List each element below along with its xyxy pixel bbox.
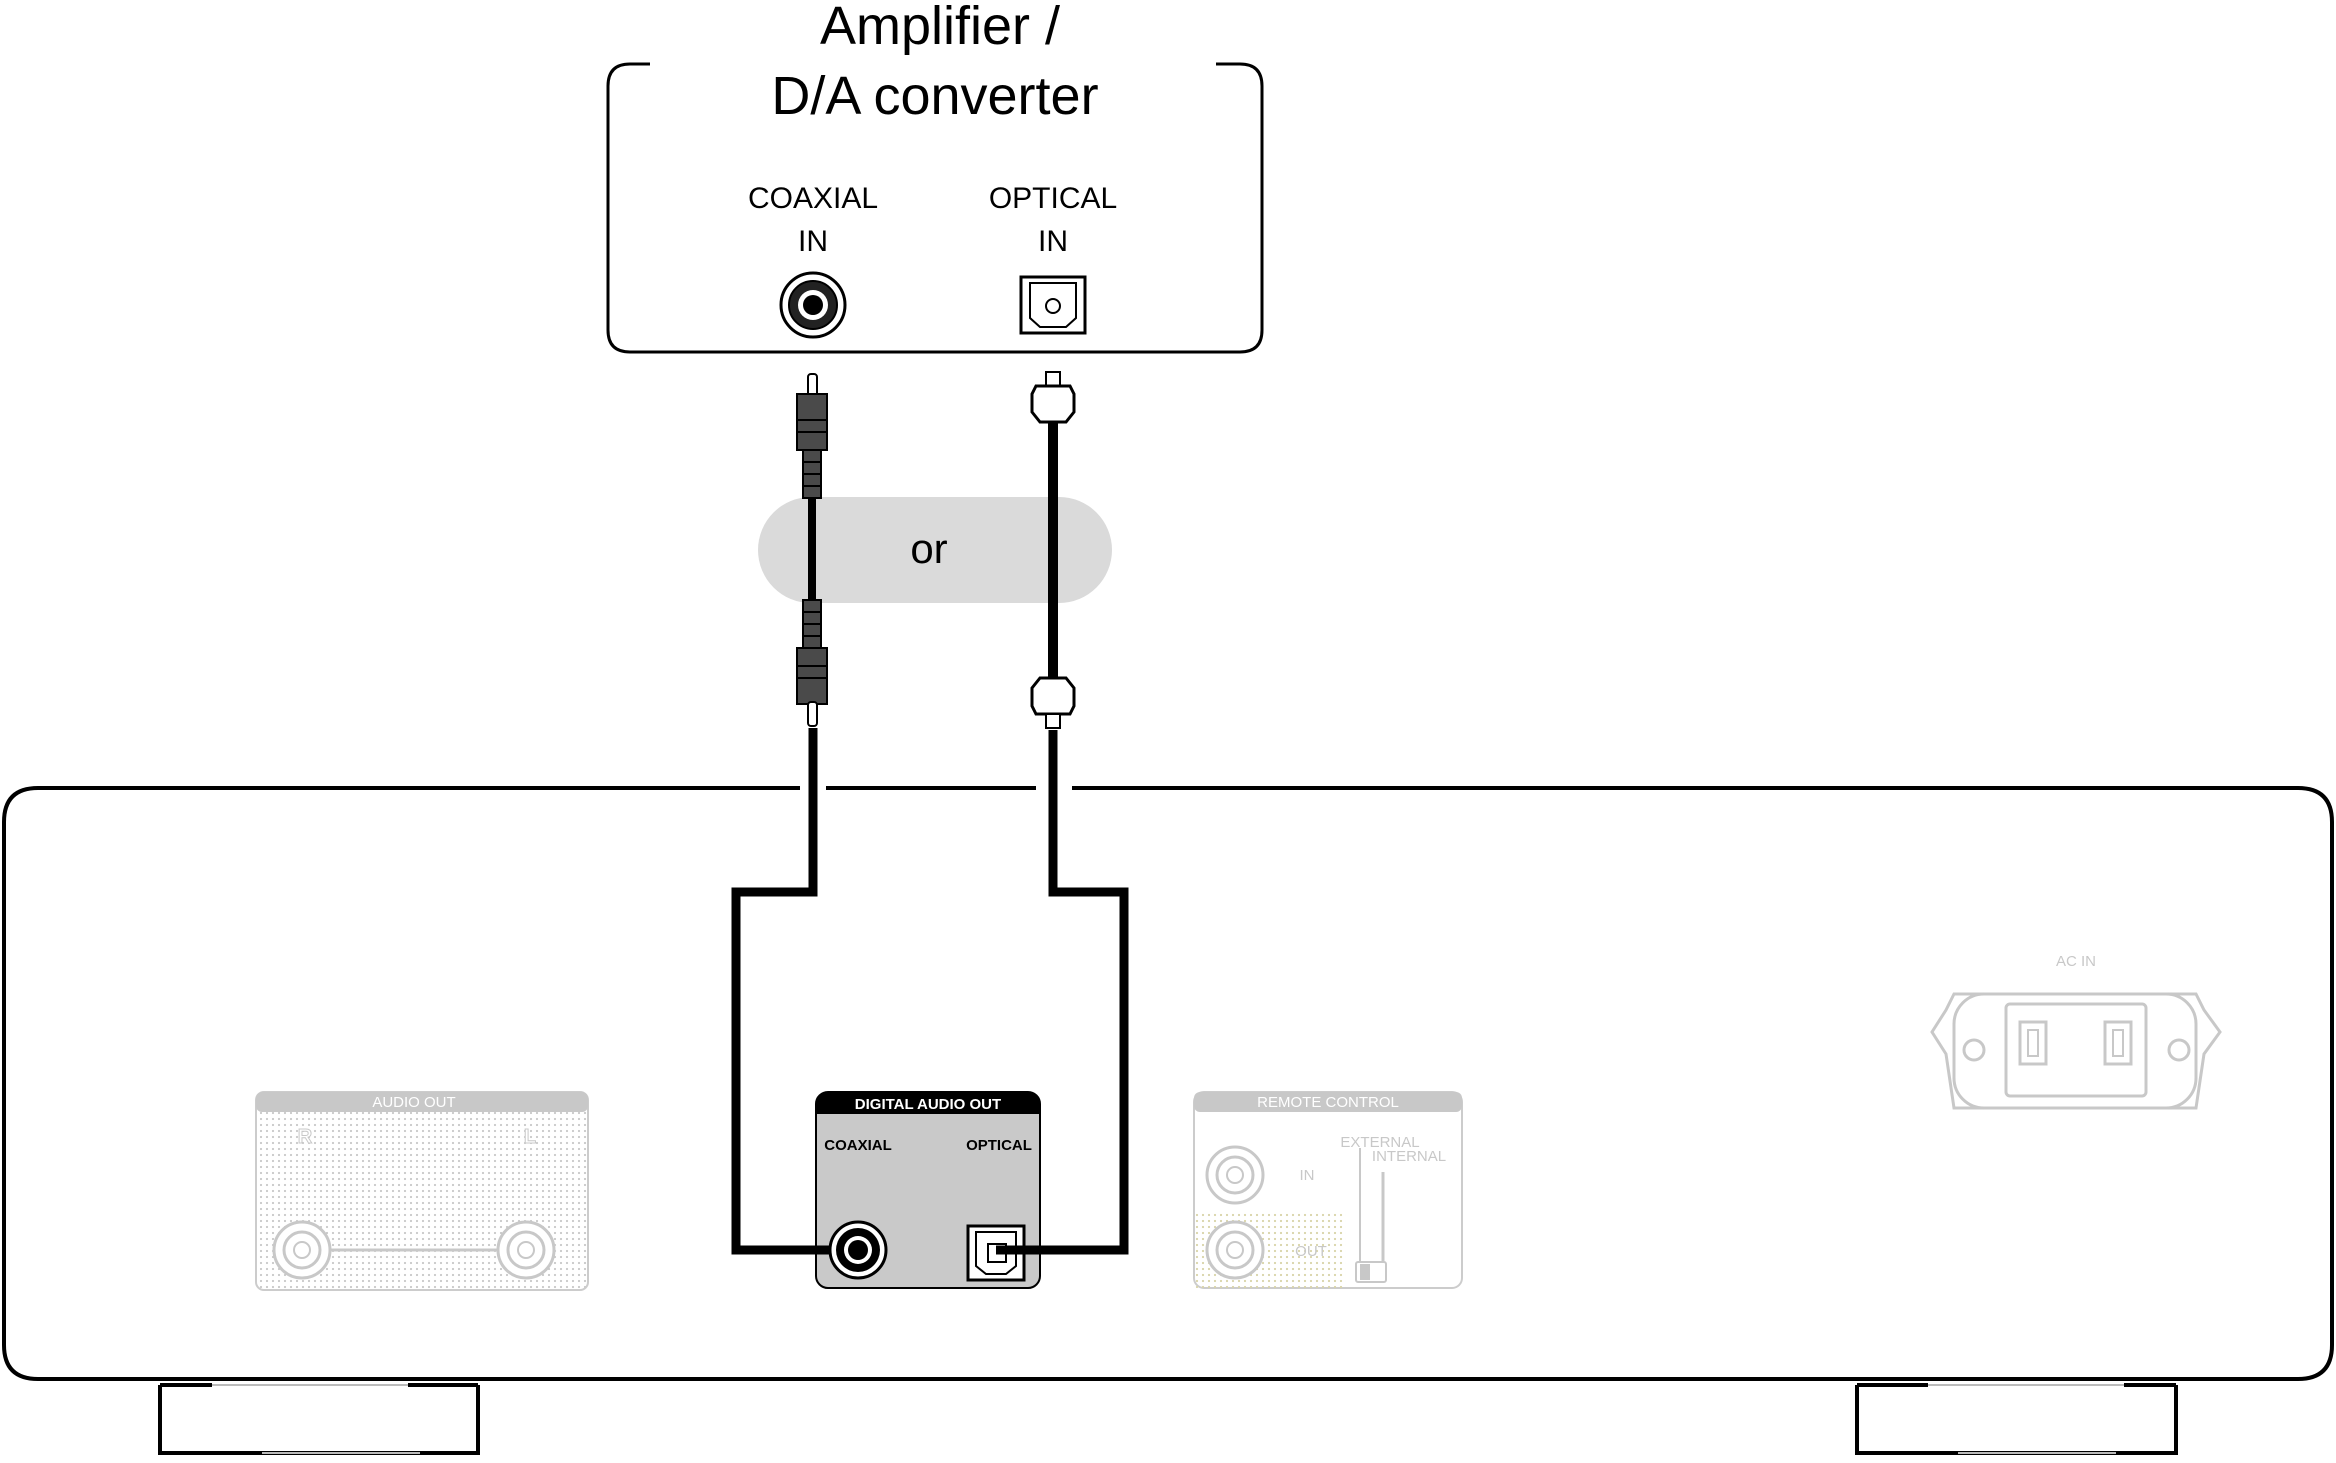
amplifier-title-line2: D/A converter	[771, 66, 1098, 126]
remote-in-label: IN	[1300, 1167, 1315, 1184]
digital-coaxial-out-jack-icon	[828, 1220, 888, 1280]
amplifier-title-line1: Amplifier /	[820, 0, 1060, 56]
digital-optical-out-jack-icon	[966, 1224, 1026, 1282]
player-rear-panel: AUDIO OUT R L DIGITAL AUDIO OUT COAXIAL …	[2, 786, 2334, 1455]
remote-out-label: OUT	[1295, 1243, 1327, 1260]
remote-internal-label: INTERNAL	[1372, 1148, 1446, 1165]
digital-optical-label: OPTICAL	[966, 1137, 1032, 1154]
right-foot	[1855, 1383, 2178, 1455]
remote-external-label: EXTERNAL	[1340, 1134, 1419, 1151]
optical-in-label-line2: IN	[1038, 225, 1068, 258]
digital-audio-out-title: DIGITAL AUDIO OUT	[855, 1096, 1001, 1113]
coaxial-in-label-line2: IN	[798, 225, 828, 258]
digital-coaxial-label: COAXIAL	[824, 1137, 892, 1154]
coaxial-in-label-line1: COAXIAL	[748, 182, 878, 215]
amplifier-device: Amplifier / D/A converter COAXIAL IN OPT…	[606, 0, 1264, 354]
optical-connection-line	[996, 730, 1129, 1255]
amplifier-outline	[606, 62, 1264, 354]
audio-out-panel: AUDIO OUT R L	[255, 1091, 589, 1291]
coaxial-cable	[796, 373, 828, 727]
coaxial-in-jack-icon	[779, 271, 847, 339]
optical-cable	[1030, 371, 1076, 729]
digital-audio-out-panel: DIGITAL AUDIO OUT COAXIAL OPTICAL	[815, 1091, 1041, 1289]
audio-out-r-jack-icon	[272, 1220, 332, 1280]
audio-out-r-label: R	[298, 1126, 313, 1148]
ac-in-socket: AC IN	[1930, 953, 2222, 1110]
remote-control-title: REMOTE CONTROL	[1257, 1094, 1399, 1111]
remote-control-panel: REMOTE CONTROL IN OUT EXTERNAL INTERNAL	[1193, 1091, 1463, 1289]
optical-in-jack-icon	[1019, 275, 1087, 335]
audio-out-l-label: L	[524, 1126, 536, 1148]
optical-in-label-line1: OPTICAL	[989, 182, 1117, 215]
or-separator: or	[758, 497, 1112, 603]
remote-in-jack-icon	[1205, 1145, 1265, 1205]
chassis-outline	[2, 786, 2334, 1381]
remote-out-jack-icon	[1205, 1220, 1265, 1280]
remote-switch-icon	[1355, 1261, 1387, 1283]
coaxial-connection-line	[731, 728, 830, 1255]
ac-in-label: AC IN	[2056, 953, 2096, 970]
audio-out-title: AUDIO OUT	[372, 1094, 455, 1111]
audio-out-l-jack-icon	[496, 1220, 556, 1280]
left-foot	[158, 1383, 480, 1455]
or-label: or	[910, 525, 947, 572]
